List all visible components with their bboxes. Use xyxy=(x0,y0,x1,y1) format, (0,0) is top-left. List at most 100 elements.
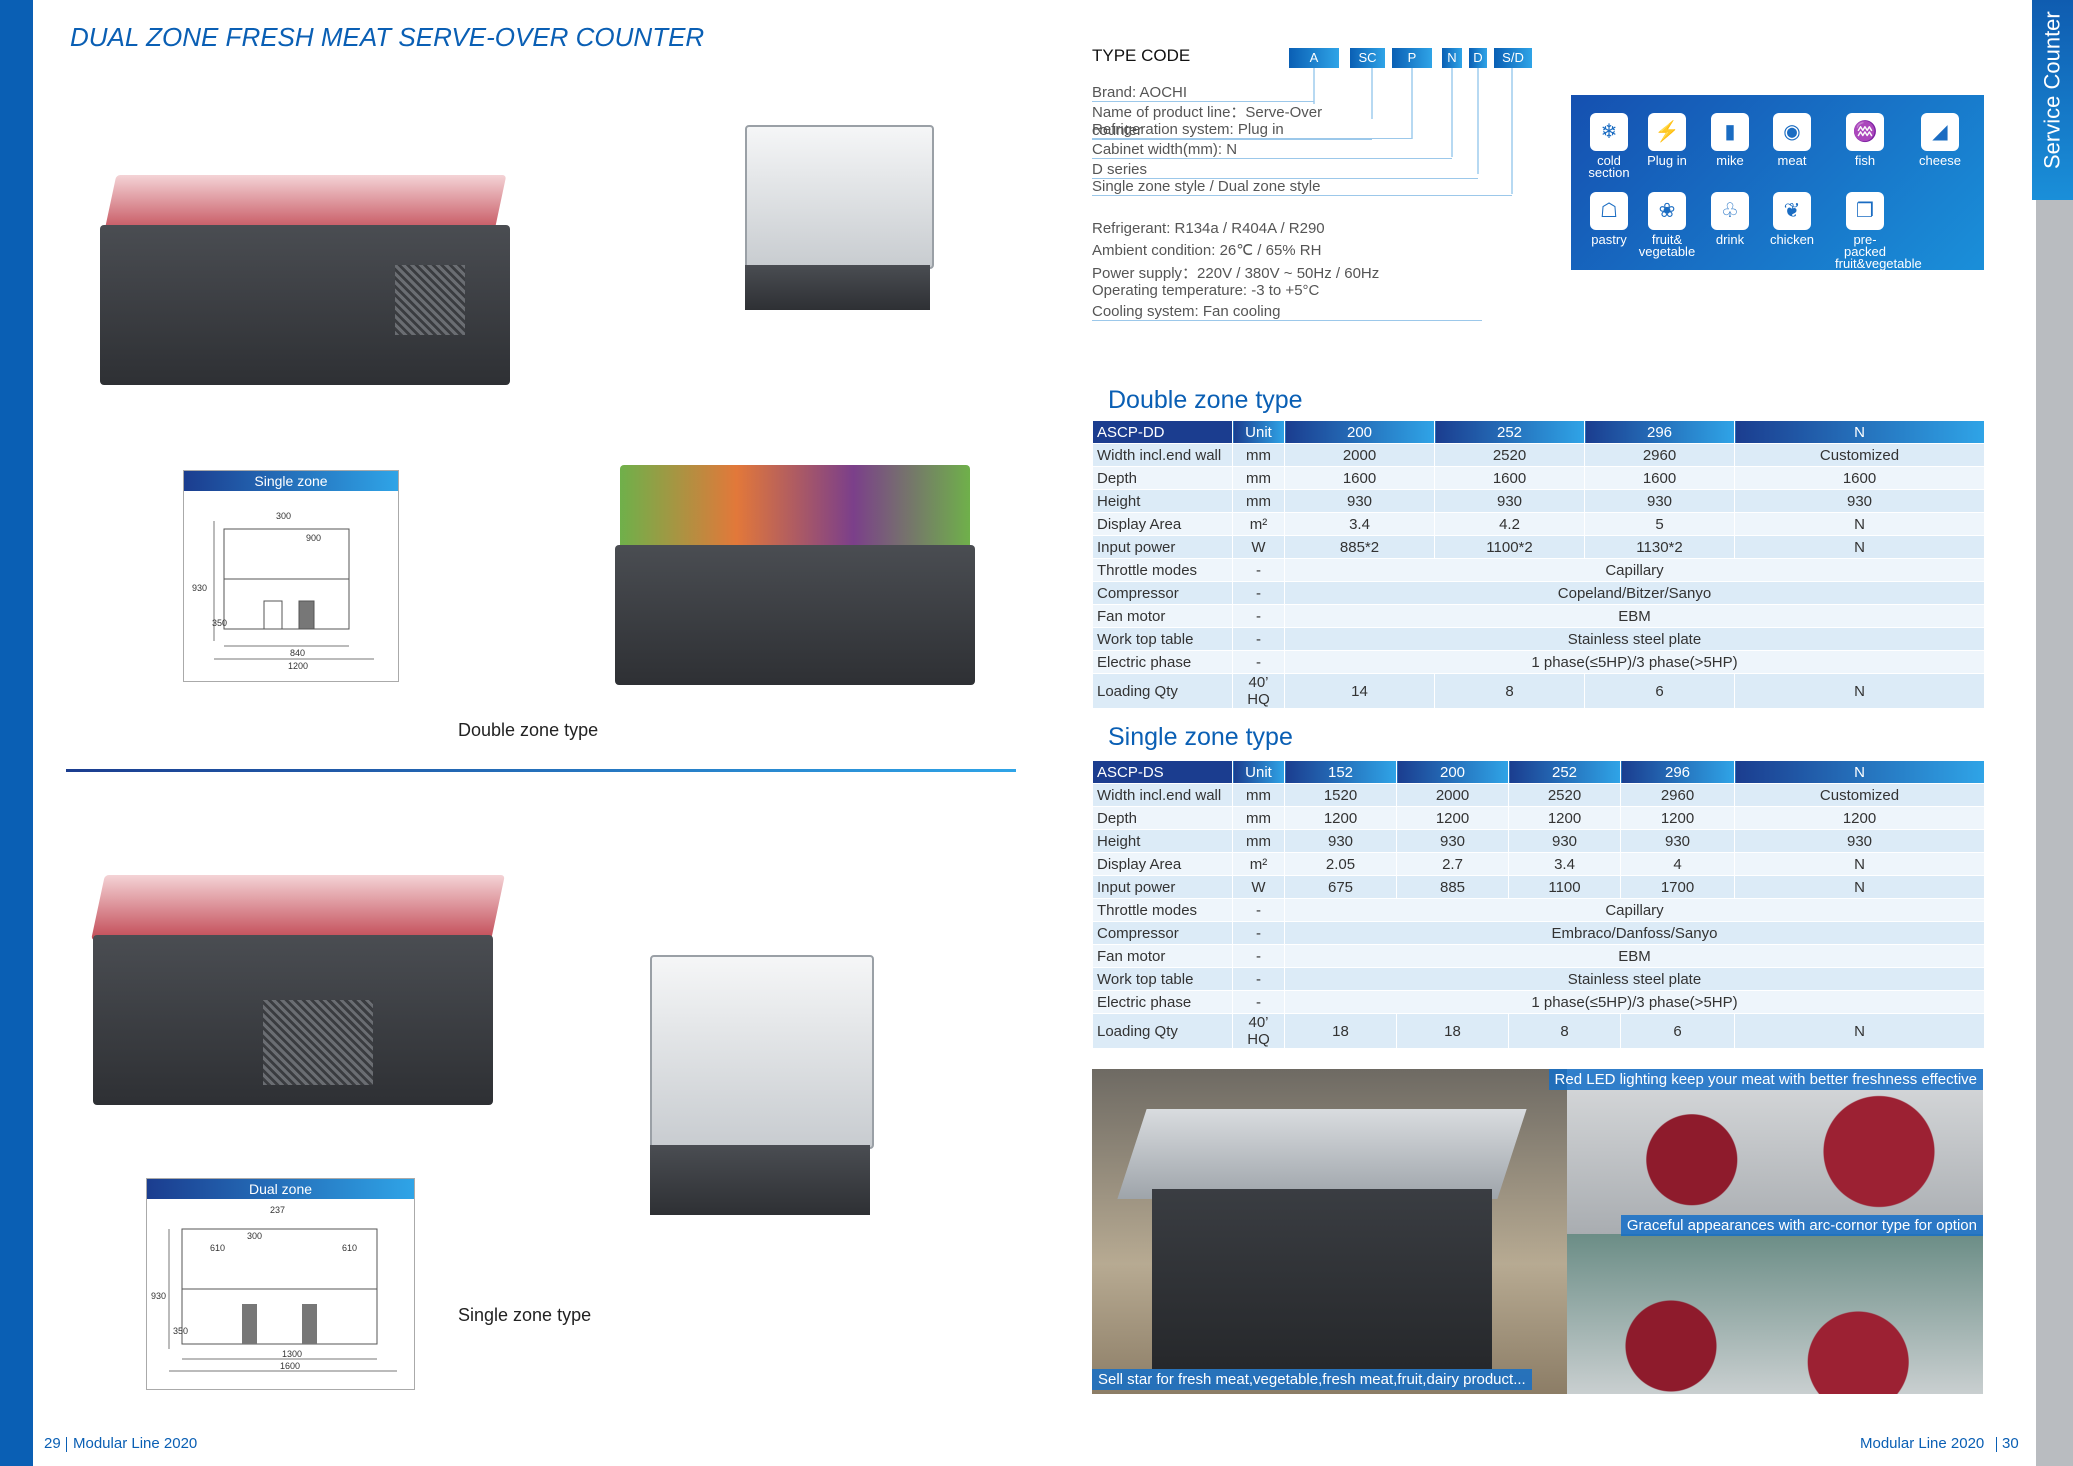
table-cell: 1100 xyxy=(1508,875,1621,899)
icon-label: meat xyxy=(1777,153,1807,168)
table-cell: 1600 xyxy=(1284,466,1435,490)
code-box-d: D xyxy=(1469,48,1487,68)
table-cell: - xyxy=(1232,898,1285,922)
spec-ambient: Ambient condition: 26℃ / 65% RH xyxy=(1092,242,1322,259)
icon-label: Plug in xyxy=(1647,153,1687,168)
table-cell: 40’ HQ xyxy=(1232,1013,1285,1049)
type-code-line-refrigeration: Refrigeration system: Plug in xyxy=(1092,121,1412,139)
header-cell: Unit xyxy=(1232,420,1285,444)
table-row: Work top table-Stainless steel plate xyxy=(1092,627,1985,651)
diagram-dual-title: Dual zone xyxy=(147,1179,414,1199)
dim-dual-300: 300 xyxy=(247,1231,262,1241)
table-cell: 5 xyxy=(1584,512,1735,536)
type-code-connectors xyxy=(1313,68,1513,194)
footer-left-title: Modular Line 2020 xyxy=(73,1435,198,1452)
table-cell: N xyxy=(1734,512,1985,536)
table-cell: 1100*2 xyxy=(1434,535,1585,559)
table-cell: 2.7 xyxy=(1396,852,1509,876)
table-cell: Electric phase xyxy=(1092,990,1233,1014)
table-cell: EBM xyxy=(1284,604,1985,628)
code-box-p: P xyxy=(1392,48,1432,68)
table-cell: 8 xyxy=(1508,1013,1621,1049)
table-cell: N xyxy=(1734,673,1985,709)
table-cell: Stainless steel plate xyxy=(1284,967,1985,991)
header-cell: N xyxy=(1734,420,1985,444)
header-cell: 200 xyxy=(1396,760,1509,784)
table-cell: 675 xyxy=(1284,875,1397,899)
table-row: Throttle modes-Capillary xyxy=(1092,558,1985,582)
table-cell: 1200 xyxy=(1396,806,1509,830)
table-cell: 14 xyxy=(1284,673,1435,709)
dim-single-300: 300 xyxy=(276,511,291,521)
plug-in-item: ⚡Plug in xyxy=(1637,113,1697,167)
table-cell: 1520 xyxy=(1284,783,1397,807)
table-cell: N xyxy=(1734,1013,1985,1049)
type-code-line-product: Name of product line：Serve-Over counter xyxy=(1092,101,1372,140)
table-cell: Work top table xyxy=(1092,967,1233,991)
table-cell: N xyxy=(1734,875,1985,899)
table-cell: Input power xyxy=(1092,875,1233,899)
table-cell: 885*2 xyxy=(1284,535,1435,559)
table-cell: Display Area xyxy=(1092,512,1233,536)
product-image-double-main xyxy=(95,125,525,415)
header-cell: 200 xyxy=(1284,420,1435,444)
meat-item: ◉meat xyxy=(1762,113,1822,167)
icon-label: cold section xyxy=(1588,153,1630,180)
dim-dual-610-left: 610 xyxy=(210,1243,225,1253)
header-cell: Unit xyxy=(1232,760,1285,784)
pastry-icon: ☖ xyxy=(1590,192,1628,230)
icon-label: chicken xyxy=(1769,232,1815,247)
cheese-icon: ◢ xyxy=(1921,113,1959,151)
dim-single-930: 930 xyxy=(192,583,207,593)
spec-cooling: Cooling system: Fan cooling xyxy=(1092,303,1482,321)
table-cell: Loading Qty xyxy=(1092,1013,1233,1049)
footer-left-separator xyxy=(66,1437,67,1452)
table-cell: mm xyxy=(1232,829,1285,853)
table-cell: m² xyxy=(1232,852,1285,876)
table-cell: Loading Qty xyxy=(1092,673,1233,709)
product-photo-collage: Red LED lighting keep your meat with bet… xyxy=(1092,1069,1983,1394)
table-cell: Height xyxy=(1092,829,1233,853)
diagram-single-drawing: 300 900 930 350 840 1200 xyxy=(192,511,374,671)
table-cell: mm xyxy=(1232,783,1285,807)
table-cell: - xyxy=(1232,944,1285,968)
dim-dual-930: 930 xyxy=(151,1291,166,1301)
header-cell: 296 xyxy=(1584,420,1735,444)
table-cell: Throttle modes xyxy=(1092,898,1233,922)
left-accent-bar xyxy=(0,0,33,1466)
table-cell: 40’ HQ xyxy=(1232,673,1285,709)
table-cell: W xyxy=(1232,875,1285,899)
pre-packed-icon: ❐ xyxy=(1846,192,1884,230)
table-cell: 18 xyxy=(1284,1013,1397,1049)
table-cell: 930 xyxy=(1584,489,1735,513)
section-divider xyxy=(66,769,1016,772)
cold-section-icon: ❄ xyxy=(1590,113,1628,151)
header-cell: 152 xyxy=(1284,760,1397,784)
table-cell: - xyxy=(1232,921,1285,945)
table-cell: m² xyxy=(1232,512,1285,536)
side-tab-label: Service Counter xyxy=(2039,11,2065,169)
page-title: DUAL ZONE FRESH MEAT SERVE-OVER COUNTER xyxy=(70,22,705,52)
table-cell: - xyxy=(1232,581,1285,605)
drink-icon: ♧ xyxy=(1711,192,1749,230)
diagram-single-zone: Single zone 300 900 930 350 840 1200 xyxy=(183,470,399,682)
type-code-line-brand: Brand: AOCHI xyxy=(1092,84,1314,102)
type-code-line-zone: Single zone style / Dual zone style xyxy=(1092,178,1512,196)
table-row: Electric phase-1 phase(≤5HP)/3 phase(>5H… xyxy=(1092,650,1985,674)
photo-store-counter xyxy=(1092,1069,1567,1394)
table-cell: Work top table xyxy=(1092,627,1233,651)
table-cell: 930 xyxy=(1396,829,1509,853)
footer-right-title: Modular Line 2020 xyxy=(1860,1435,1985,1452)
dim-dual-1600: 1600 xyxy=(280,1361,300,1371)
code-box-a: A xyxy=(1289,48,1339,68)
header-cell: ASCP-DD xyxy=(1092,420,1233,444)
dim-single-900: 900 xyxy=(306,533,321,543)
table-cell: 930 xyxy=(1734,829,1985,853)
chicken-icon: ❦ xyxy=(1773,192,1811,230)
table-cell: 18 xyxy=(1396,1013,1509,1049)
table-cell: 8 xyxy=(1434,673,1585,709)
